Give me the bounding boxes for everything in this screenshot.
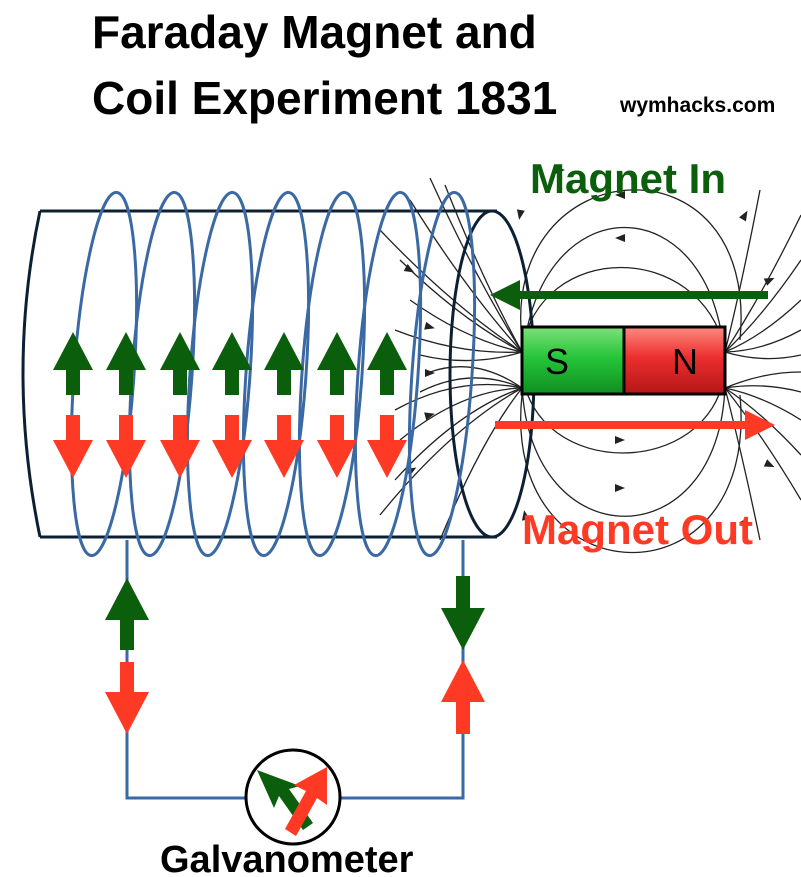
coil-green-arrow [317,332,357,395]
coil-red-arrow [367,415,407,478]
field-line-right [724,387,761,541]
coil-green-arrow [367,332,407,395]
coil-current-arrows [53,332,407,478]
galvanometer-label: Galvanometer [160,839,414,877]
coil-red-arrow [264,415,304,478]
field-line-left [394,329,523,353]
left-wire-red-arrow [105,662,149,734]
field-direction-arrow [615,191,625,199]
field-direction-arrow [424,321,435,330]
field-line-left [399,259,523,353]
coil-windings [69,190,477,558]
magnet-south-pole [520,325,626,396]
right-wire-red-arrow [441,660,485,734]
coil-winding [297,190,367,558]
field-loop [521,371,726,454]
cylinder-left-end [21,210,42,538]
left-wire-arrows [105,578,149,734]
coil-red-arrow [106,415,146,478]
watermark: wymhacks.com [619,94,775,117]
left-wire-green-arrow [105,578,149,650]
field-line-left [409,299,523,353]
field-direction-arrow [615,234,625,242]
field-line-right [724,329,801,353]
field-loop [520,394,742,554]
magnet-out-label: Magnet Out [522,506,753,553]
field-direction-arrow [521,510,530,521]
galvanometer [244,748,342,846]
field-direction-arrow [424,412,435,421]
field-line-right [724,351,801,360]
field-line-right [724,189,761,353]
coil-winding [407,190,477,558]
field-direction-arrow [425,369,435,377]
galvanometer-red-needle [285,767,327,836]
field-line-right [724,299,801,353]
field-line-left [379,387,523,516]
magnet-north-pole [622,325,727,396]
coil-green-arrow [264,332,304,395]
coil-red-arrow [317,415,357,478]
south-label: S [545,341,569,382]
coil-red-arrow [53,415,93,478]
field-line-left [429,177,523,353]
field-line-left [409,199,523,353]
coil-green-arrow [53,332,93,395]
coil-red-arrow [212,415,252,478]
field-loop [521,226,726,371]
coil-green-arrow [212,332,252,395]
magnet-in-arrow [490,280,768,310]
coil-winding [185,190,255,558]
field-loop [521,384,726,517]
field-loop [521,266,726,351]
coil-green-arrow [106,332,146,395]
field-direction-arrow [739,210,748,222]
magnet-out-arrow [495,410,775,440]
right-wire-green-arrow [441,576,485,650]
magnet-in-label: Magnet In [530,155,726,202]
field-line-right [724,387,801,421]
field-direction-arrow [615,436,625,444]
field-direction-arrow [555,166,565,174]
coil-green-arrow [160,332,200,395]
field-direction-arrow [763,277,775,286]
field-loop [520,189,742,341]
field-line-right [724,387,801,501]
right-wire-arrows [441,576,485,734]
field-line-right [724,385,801,393]
bar-magnet: S N [520,325,727,396]
field-direction-arrow [516,209,525,220]
field-line-right [724,387,801,456]
coil-winding [353,190,423,558]
field-direction-arrow [615,484,625,492]
field-direction-arrow [403,264,415,273]
title-line-2: Coil Experiment 1831 [92,72,557,124]
field-line-left [419,351,523,362]
field-line-right [724,214,801,353]
field-direction-arrow [763,459,775,468]
coil-winding [241,190,311,558]
field-line-right [724,371,801,389]
field-direction-arrow [739,518,748,530]
title-line-1: Faraday Magnet and [92,6,537,58]
coil-red-arrow [160,415,200,478]
field-line-left [444,184,523,353]
north-label: N [672,341,698,382]
field-line-left [379,229,523,353]
field-line-right [724,259,801,353]
field-line-left [429,366,523,389]
